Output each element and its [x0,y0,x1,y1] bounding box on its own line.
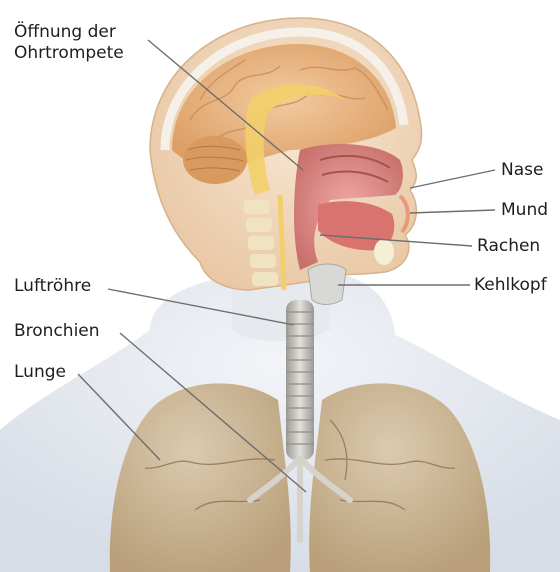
label-mouth: Mund [501,200,548,221]
label-larynx: Kehlkopf [474,275,547,296]
label-trachea: Luftröhre [14,276,91,297]
leader-mouth [410,210,495,213]
label-bronchi: Bronchien [14,321,100,342]
label-pharynx: Rachen [477,236,540,257]
label-eustachian-opening: Öffnung der Ohrtrompete [14,22,124,64]
label-lung: Lunge [14,362,66,383]
teeth [374,239,394,265]
label-eustachian-line1: Öffnung der [14,22,124,43]
label-eustachian-line2: Ohrtrompete [14,43,124,64]
label-nose: Nase [501,160,543,181]
larynx [308,264,346,305]
leader-nose [410,170,495,188]
